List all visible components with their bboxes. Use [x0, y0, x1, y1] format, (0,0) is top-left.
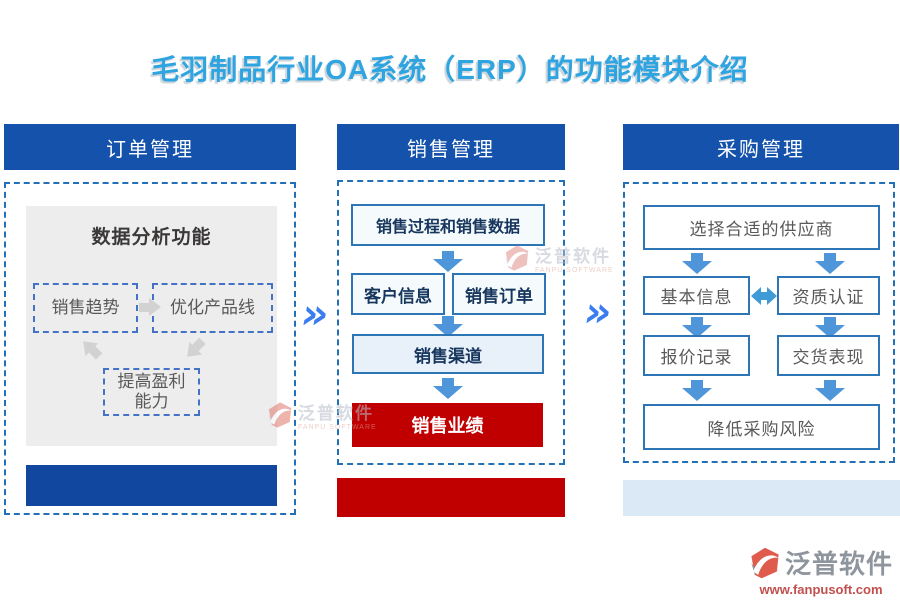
flow-arrow-down-icon	[433, 251, 463, 272]
node-optimize-product-line: 优化产品线	[152, 283, 273, 333]
node-sales-process-data: 销售过程和销售数据	[351, 204, 545, 246]
node-sales-order: 销售订单	[452, 273, 546, 315]
node-quote-record: 报价记录	[643, 335, 750, 376]
double-arrow-horizontal-icon	[751, 287, 777, 305]
node-basic-info: 基本信息	[643, 276, 750, 315]
node-improve-profitability: 提高盈利 能力	[103, 368, 200, 416]
flow-arrow-down-icon	[433, 316, 463, 337]
sales-management-header: 销售管理	[337, 124, 565, 170]
flow-arrow-down-icon	[815, 253, 845, 274]
fanpu-logo-icon	[505, 245, 529, 271]
purchase-management-panel	[623, 182, 895, 463]
data-analysis-box	[26, 206, 277, 446]
footer-logo: 泛普软件 www.fanpusoft.com	[748, 544, 894, 597]
flow-arrow-down-icon	[682, 253, 712, 274]
fanpu-logo-icon	[268, 402, 292, 428]
node-improve-profitability-line1: 提高盈利	[117, 372, 186, 392]
node-qualification: 资质认证	[777, 276, 880, 315]
node-customer-info: 客户信息	[351, 273, 445, 315]
next-section-chevron-icon: »	[584, 287, 612, 336]
footer-logo-url: www.fanpusoft.com	[759, 582, 883, 597]
next-section-chevron-icon: »	[301, 289, 329, 338]
node-sales-channel: 销售渠道	[352, 334, 544, 374]
watermark-name: 泛普软件	[535, 247, 611, 266]
footer-logo-name: 泛普软件	[785, 550, 894, 579]
watermark-fanpu: 泛普软件 FANPU SOFTWARE	[503, 242, 614, 274]
order-management-header: 订单管理	[4, 124, 296, 170]
flow-arrow-down-icon	[682, 380, 712, 401]
purchase-management-header: 采购管理	[623, 124, 899, 170]
sales-accent-bar	[337, 478, 565, 517]
data-analysis-title: 数据分析功能	[91, 227, 212, 248]
node-delivery-performance: 交货表现	[777, 335, 880, 376]
cycle-arrow-right-icon	[139, 298, 161, 316]
fanpu-logo-icon	[751, 547, 779, 578]
flow-arrow-down-icon	[433, 378, 463, 399]
purchase-accent-bar	[623, 480, 900, 516]
flow-arrow-down-icon	[682, 317, 712, 338]
watermark-subtitle: FANPU SOFTWARE	[535, 267, 614, 274]
node-reduce-risk: 降低采购风险	[643, 404, 880, 450]
node-choose-supplier: 选择合适的供应商	[643, 205, 880, 250]
watermark-subtitle: FANPU SOFTWARE	[298, 424, 377, 431]
sales-management-panel	[337, 180, 565, 465]
flow-arrow-down-icon	[815, 380, 845, 401]
watermark-name: 泛普软件	[298, 404, 374, 423]
page-title: 毛羽制品行业OA系统（ERP）的功能模块介绍	[151, 54, 749, 85]
node-sales-performance: 销售业绩	[352, 403, 543, 447]
order-management-panel	[4, 182, 296, 515]
node-sales-trend: 销售趋势	[33, 283, 138, 333]
watermark-fanpu: 泛普软件 FANPU SOFTWARE	[266, 399, 377, 431]
node-improve-profitability-line2: 能力	[134, 392, 169, 411]
order-accent-bar	[26, 465, 277, 506]
flow-arrow-down-icon	[815, 317, 845, 338]
